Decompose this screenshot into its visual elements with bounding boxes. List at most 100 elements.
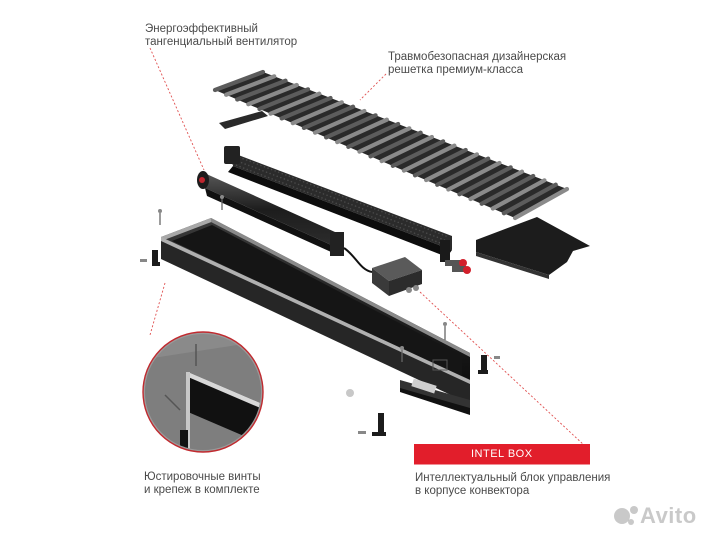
fin-dot (379, 214, 382, 217)
fin-dot (384, 212, 387, 214)
fin-dot (360, 212, 362, 214)
fin-dot (317, 186, 319, 188)
grille-slat (490, 178, 547, 211)
fin-dot (433, 235, 435, 237)
fin-dot (269, 172, 271, 175)
fin-dot (315, 190, 318, 192)
fin-dot (249, 169, 252, 172)
fin-dot (282, 182, 284, 184)
grille-slat (335, 117, 389, 145)
fin-dot (349, 198, 351, 201)
fin-dot (363, 204, 365, 206)
fin-dot (265, 171, 268, 174)
fin-dot (288, 175, 291, 178)
fin-dot (255, 167, 257, 169)
fin-dot (381, 220, 384, 222)
control-cable (343, 247, 373, 273)
fin-dot (418, 229, 421, 232)
fin-dot (422, 231, 424, 233)
fin-dot (445, 235, 447, 237)
fin-dot (388, 222, 391, 225)
fin-dot (390, 218, 392, 221)
fin-dot (413, 222, 415, 225)
fin-dot (430, 229, 433, 232)
fin-dot (279, 176, 282, 179)
fin-dot (297, 183, 300, 186)
grille-slat (468, 169, 525, 202)
grille-label-line2: решетка премиум-класса (388, 64, 524, 76)
fin-dot (440, 237, 442, 240)
grille (212, 69, 570, 221)
fin-dot (413, 232, 416, 234)
fin-dot (321, 197, 323, 199)
grille-slat (457, 165, 513, 197)
fin-dot (347, 202, 350, 205)
fin-dot (345, 197, 348, 199)
grille-slat (346, 121, 401, 149)
fin-dot (434, 231, 437, 233)
fin-dot (278, 180, 281, 183)
fin-dot (319, 191, 321, 194)
fin-dot (352, 199, 355, 202)
fin-dot (388, 213, 390, 216)
fin-dot (262, 170, 264, 172)
fin-dot (398, 217, 401, 220)
fin-dot (376, 213, 378, 216)
fin-dot (306, 191, 309, 194)
fin-dot (415, 228, 417, 230)
heat-exchanger (224, 146, 471, 274)
fin-dot (294, 182, 296, 184)
fan-label: Энергоэффективный тангенциальный вентиля… (145, 23, 297, 49)
grille-slat (290, 100, 344, 126)
fin-dot (349, 207, 352, 210)
grille-slat (501, 182, 558, 216)
fin-dot (340, 199, 343, 202)
fin-dot (283, 178, 286, 180)
fin-dot (427, 228, 430, 231)
fin-dot (377, 209, 380, 212)
fin-dot (427, 237, 430, 240)
screws-label-line1: Юстировочные винты (144, 471, 261, 483)
fin-dot (417, 233, 419, 236)
fin-dot (299, 179, 301, 182)
fin-dot (386, 217, 389, 220)
fin-dot (309, 183, 312, 186)
fin-dot (329, 195, 332, 198)
fin-dot (302, 180, 305, 183)
fin-dot (351, 203, 353, 206)
grille-slat (479, 173, 536, 206)
fin-dot (322, 193, 325, 195)
fin-dot (370, 206, 373, 209)
screws-label-line2: и крепеж в комплекте (144, 484, 260, 496)
fin-dot (353, 209, 355, 211)
fin-dot (371, 216, 373, 218)
fin-dot (324, 198, 327, 201)
fin-dot (328, 199, 330, 202)
fin-dot (441, 233, 444, 236)
fin-dot (274, 170, 276, 172)
fin-dot (277, 171, 280, 174)
fin-dot (406, 229, 409, 232)
fin-dot (358, 206, 360, 209)
fin-dot (310, 193, 313, 195)
fin-dot (410, 230, 412, 233)
fin-dot (264, 175, 266, 178)
fin-dot (327, 190, 330, 193)
fin-dot (313, 185, 316, 187)
fin-dot (285, 183, 288, 186)
fin-dot (245, 159, 248, 161)
grille-slat (279, 95, 333, 121)
fin-dot (361, 208, 364, 210)
fin-dot (359, 202, 362, 205)
grille-slat (246, 82, 299, 107)
grille-slat (435, 156, 491, 187)
fin-dot (242, 167, 245, 169)
grille-label: Травмобезопасная дизайнерская решетка пр… (388, 51, 566, 77)
fin-dot (239, 165, 241, 168)
fin-dot (260, 164, 262, 167)
fin-dot (303, 190, 305, 192)
fin-dot (335, 202, 338, 205)
fin-dot (356, 210, 359, 213)
grille-slat (357, 126, 412, 154)
end-cover (476, 217, 590, 275)
